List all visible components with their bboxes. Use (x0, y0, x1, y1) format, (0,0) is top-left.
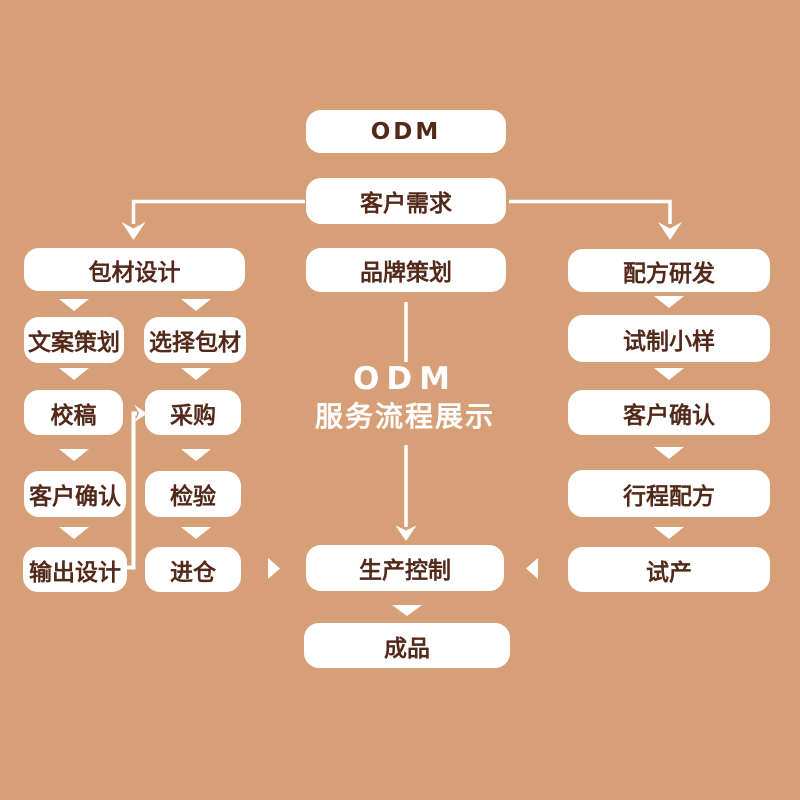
node-customer-confirm-right: 客户确认 (568, 390, 770, 435)
node-finished-product: 成品 (304, 623, 510, 668)
node-purchasing: 采购 (145, 390, 241, 435)
node-odm: ODM (306, 110, 506, 153)
node-trial-sample: 试制小样 (568, 315, 770, 362)
node-proofreading: 校稿 (24, 390, 123, 435)
node-customer-confirm-left: 客户确认 (24, 471, 126, 517)
triangle-customer-confirm-to-formula-schedule (654, 447, 684, 459)
triangle-formula-rd-to-trial-sample (654, 296, 684, 308)
node-packaging-design: 包材设计 (24, 248, 245, 291)
triangle-packaging-to-copywriting (59, 299, 89, 311)
triangle-trial-sample-to-customer-confirm (654, 368, 684, 380)
node-brand-planning: 品牌策划 (306, 248, 506, 292)
diagram-title: ODM 服务流程展示 (255, 361, 555, 433)
node-trial-production: 试产 (568, 547, 770, 592)
diagram-title-line1: ODM (353, 361, 457, 397)
node-inspection: 检验 (145, 471, 241, 517)
triangle-purchasing-to-inspection (181, 449, 211, 461)
arrow-customer-needs-to-formula-rd (509, 199, 682, 240)
node-output-design: 输出设计 (23, 547, 127, 592)
triangle-trial-production-to-production-control (526, 558, 538, 579)
arrow-customer-needs-to-packaging-design (121, 199, 305, 240)
node-copywriting: 文案策划 (24, 317, 124, 363)
arrow-output-design-to-purchasing (126, 405, 147, 570)
node-formula-rd: 配方研发 (568, 249, 770, 292)
triangle-formula-schedule-to-trial-production (654, 527, 684, 539)
arrow-to-production-control (395, 445, 417, 541)
node-customer-needs: 客户需求 (306, 178, 506, 224)
diagram-title-line2: 服务流程展示 (314, 399, 495, 433)
node-formula-schedule: 行程配方 (568, 470, 770, 517)
triangle-select-packaging-to-purchasing (181, 368, 211, 380)
node-warehousing: 进仓 (145, 547, 241, 592)
triangle-customer-confirm-to-output-design (59, 527, 89, 539)
triangle-inspection-to-warehousing (181, 527, 211, 539)
triangle-copywriting-to-proofreading (59, 368, 89, 380)
node-select-packaging: 选择包材 (144, 317, 246, 363)
node-production-control: 生产控制 (306, 545, 504, 591)
triangle-warehousing-to-production-control (268, 558, 280, 579)
triangle-packaging-to-select-packaging (181, 299, 211, 311)
triangle-production-control-to-finished-product (392, 605, 422, 616)
triangle-proofreading-to-customer-confirm (59, 449, 89, 461)
